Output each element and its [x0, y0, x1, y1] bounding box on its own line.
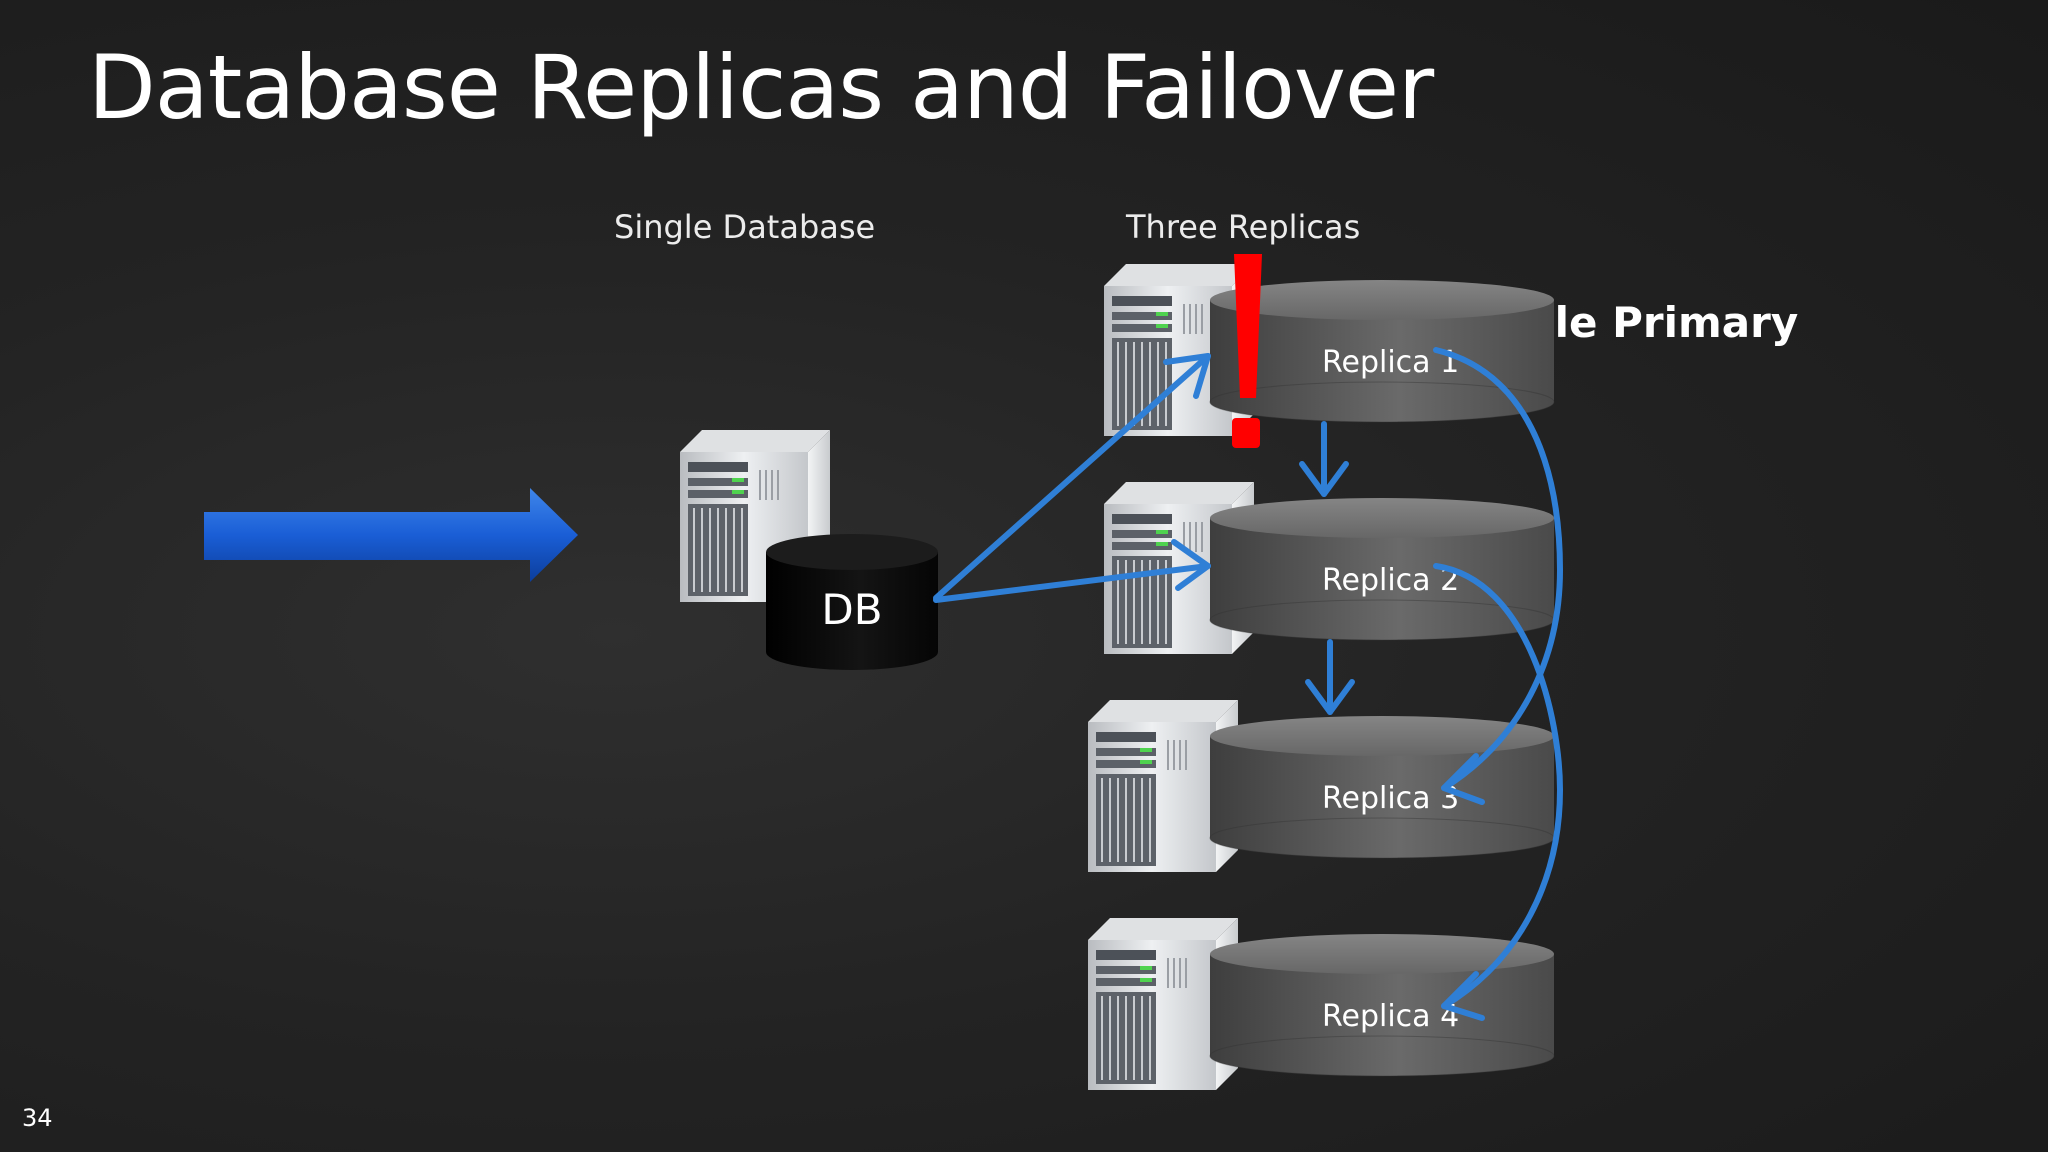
db-to-replica1-arrow [933, 353, 1211, 601]
replica2-to-replica3-arrow [1305, 639, 1355, 715]
slide-title: Database Replicas and Failover [88, 36, 1434, 139]
db-to-replica2-arrow [933, 539, 1211, 603]
replica4-cylinder: Replica 4 [1209, 933, 1555, 1077]
three-replicas-caption: Three Replicas [1126, 208, 1361, 246]
source-db-label: DB [821, 585, 882, 634]
replica1-to-replica3-curve [1433, 347, 1563, 805]
exclamation-icon [1232, 254, 1262, 448]
source-db-cylinder: DB [766, 534, 938, 670]
replica2-cylinder: Replica 2 [1209, 497, 1555, 641]
replica4-label: Replica 4 [1322, 999, 1459, 1034]
replica3-label: Replica 3 [1322, 781, 1459, 816]
replica2-to-replica4-curve [1433, 563, 1563, 1021]
single-database-caption: Single Database [614, 208, 876, 246]
right-arrow-icon [204, 488, 578, 582]
replica1-cylinder: Replica 1 [1209, 279, 1555, 423]
replica1-to-replica2-arrow [1299, 421, 1349, 497]
slide-number: 34 [22, 1104, 53, 1132]
replica3-cylinder: Replica 3 [1209, 715, 1555, 859]
